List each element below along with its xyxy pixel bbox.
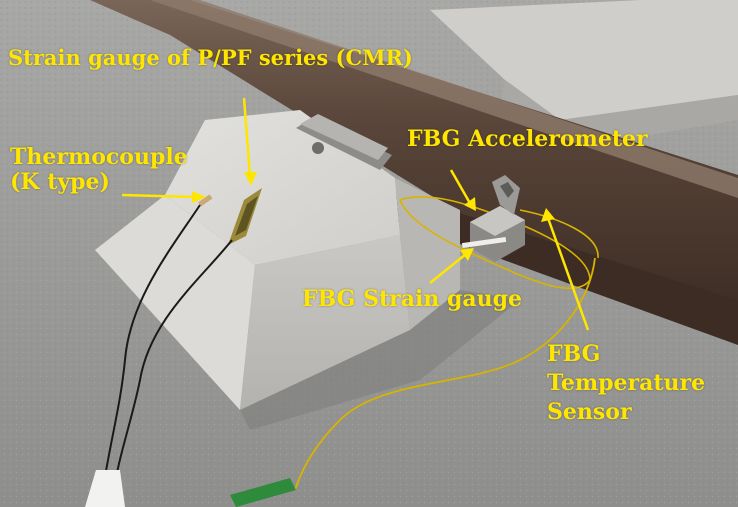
label-thermocouple-line2: (K type) <box>10 169 110 195</box>
label-fbg-temp-line1: FBG <box>547 341 601 367</box>
arrow-fbg-strain <box>429 253 467 284</box>
rail-clip-top <box>300 114 388 160</box>
clip-bolt <box>312 142 324 154</box>
fbg-accelerometer-bracket-hole <box>500 182 514 198</box>
fbg-fiber-lead-upper <box>519 209 599 259</box>
fiber-connector <box>230 478 296 507</box>
arrow-accel-head <box>464 197 476 211</box>
strain-gauge-wire <box>109 239 233 507</box>
label-fbg-temp-line3: Sensor <box>547 399 632 425</box>
rail-foot <box>370 185 738 345</box>
white-cable <box>85 470 125 507</box>
fbg-fiber-lead <box>294 257 596 491</box>
arrow-thermo <box>121 193 197 199</box>
label-thermocouple: Thermocouple (K type) <box>10 145 188 195</box>
cmr-strain-gauge-grid <box>235 196 258 236</box>
sleeper-shadow <box>240 290 520 430</box>
fbg-accelerometer-top <box>470 206 525 236</box>
near-sleeper-front-face <box>240 235 410 410</box>
label-strain-gauge-cmr: Strain gauge of P/PF series (CMR) <box>8 45 413 70</box>
arrow-temp <box>546 217 590 331</box>
fbg-strain-gauge-bar <box>461 236 507 249</box>
thermocouple-probe <box>198 194 213 207</box>
arrow-cmr-head <box>244 172 257 186</box>
label-fbg-temp-line2: Temperature <box>547 370 706 396</box>
annotation-arrows <box>121 97 590 331</box>
far-sleeper-block <box>430 0 738 120</box>
near-sleeper-left-face <box>95 195 255 410</box>
rail-head-highlight <box>150 0 738 198</box>
label-thermocouple-line1: Thermocouple <box>10 144 188 170</box>
arrow-cmr <box>242 97 252 177</box>
label-fbg-temperature-sensor: FBG Temperature Sensor <box>547 340 705 427</box>
arrow-temp-head <box>541 208 555 222</box>
arrow-thermo-head <box>192 191 206 203</box>
arrow-accel <box>449 169 473 206</box>
label-fbg-accelerometer: FBG Accelerometer <box>407 126 648 152</box>
thermocouple-wire <box>99 204 201 507</box>
arrow-fbg-strain-head <box>460 248 474 261</box>
label-fbg-strain-gauge: FBG Strain gauge <box>302 286 522 312</box>
